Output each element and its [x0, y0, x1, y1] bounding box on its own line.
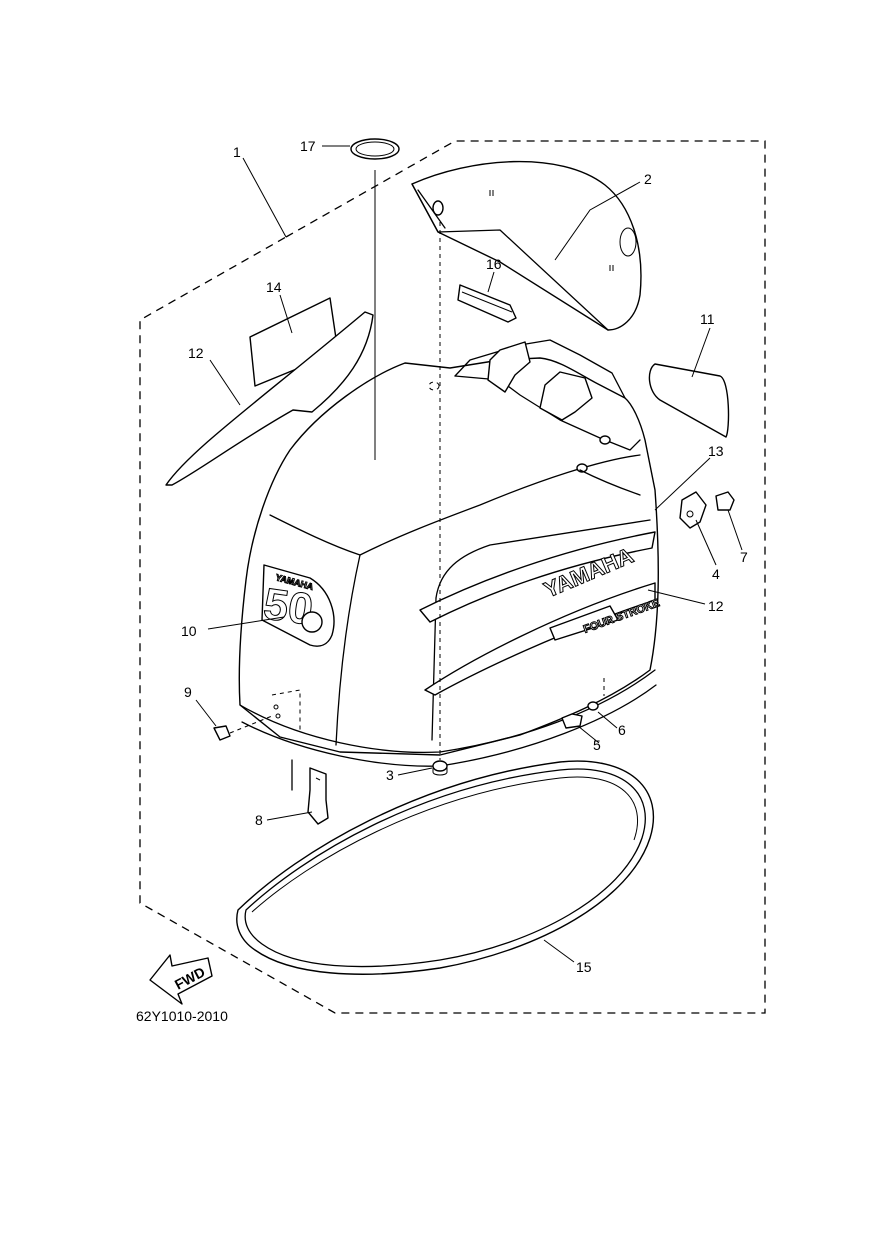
fwd-arrow: FWD [149, 954, 213, 1005]
callout-5: 5 [593, 737, 601, 753]
part-15-seal-ring [236, 760, 655, 975]
leader-lines [195, 145, 743, 963]
callout-15: 15 [576, 959, 592, 975]
part-9-screw [213, 689, 301, 741]
part-1-top-cowling [238, 339, 659, 767]
callout-3: 3 [386, 767, 394, 783]
callout-8: 8 [255, 812, 263, 828]
part-6-washer [587, 701, 599, 711]
callout-13: 13 [708, 443, 724, 459]
callout-11: 11 [700, 311, 715, 327]
callout-2: 2 [644, 171, 652, 187]
callout-9: 9 [184, 684, 192, 700]
callout-16: 16 [486, 256, 502, 272]
part-4-bracket [679, 491, 707, 529]
callout-1: 1 [233, 144, 241, 160]
drawing-code: 62Y1010-2010 [136, 1008, 228, 1024]
callout-4: 4 [712, 566, 720, 582]
part-5-bolt [561, 713, 583, 729]
callout-12-upper: 12 [188, 345, 204, 361]
part-16-seal [457, 284, 517, 323]
callout-12-lower: 12 [708, 598, 724, 614]
callout-10: 10 [181, 623, 197, 639]
part-8-hook [291, 759, 329, 825]
callout-6: 6 [618, 722, 626, 738]
callout-14: 14 [266, 279, 282, 295]
callout-7: 7 [740, 549, 748, 565]
part-17-grommet [350, 138, 400, 160]
part-3-grommet [432, 760, 448, 776]
part-2-top-cap [411, 160, 642, 331]
callout-17: 17 [300, 138, 316, 154]
part-12-side-stripe-upper [165, 311, 374, 486]
part-10-emblem: YAMAHA 50 [260, 564, 335, 647]
part-11-decal [648, 363, 730, 438]
part-7-bolt [715, 491, 735, 511]
